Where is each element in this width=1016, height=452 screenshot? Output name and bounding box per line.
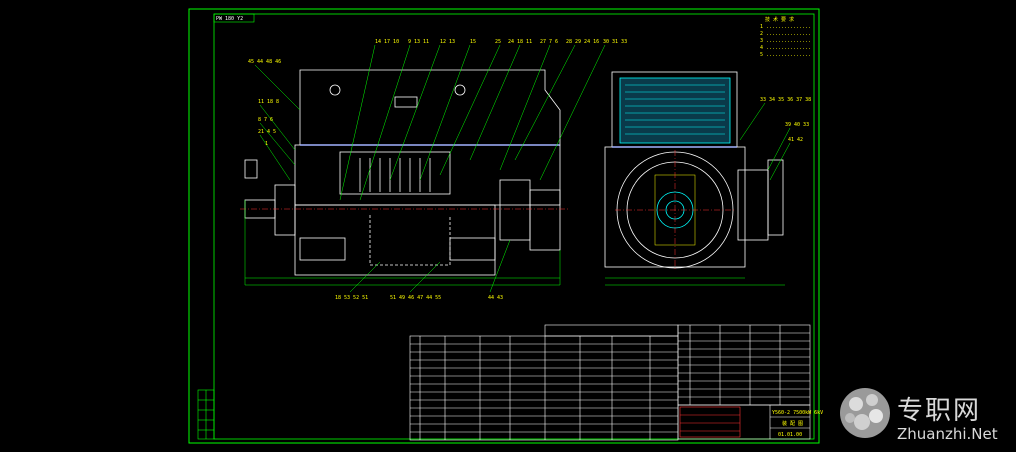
callout-label: 45 44 48 46 [248, 59, 281, 65]
drawing-number: 01.01.00 [778, 432, 802, 438]
watermark-chinese: 专职网 [897, 396, 982, 426]
callout-label: 39 40 33 [785, 122, 809, 128]
tech-note-line: 5 ............... [760, 52, 811, 58]
frame-title-box [213, 13, 255, 23]
callout-label: 9 13 11 [408, 39, 429, 45]
callout-label: 8 7 6 [258, 117, 273, 123]
tech-note-line: 3 ............... [760, 38, 811, 44]
tech-note-line: 技 术 要 求 [765, 16, 794, 23]
callout-label: 1 [265, 141, 268, 147]
end-view-callouts: 33 34 35 36 37 38 39 40 33 41 42 [760, 97, 811, 143]
callout-label: 21 4 5 [258, 129, 276, 135]
callout-label: 30 31 33 [603, 39, 627, 45]
binding-strip [197, 389, 215, 440]
end-view [604, 71, 791, 286]
watermark-english: Zhuanzhi.Net [897, 425, 998, 443]
side-view-callouts: 45 44 48 46 11 18 8 8 7 6 21 4 5 1 14 17… [248, 39, 627, 301]
callout-label: 12 13 [440, 39, 455, 45]
callout-label: 41 42 [788, 137, 803, 143]
technical-notes: 技 术 要 求 1 ............... 2 ............… [760, 16, 811, 58]
callout-label: 24 18 11 [508, 39, 532, 45]
callout-label: 28 29 24 16 [566, 39, 599, 45]
parts-list-table [409, 324, 811, 441]
callout-label: 11 18 8 [258, 99, 279, 105]
parts-list-rows [410, 325, 810, 440]
tech-note-line: 2 ............... [760, 31, 811, 37]
callout-label: 33 34 35 36 37 38 [760, 97, 811, 103]
drawing-part: 装 配 图 [782, 420, 803, 427]
drawing-name: Y560-2 7500kW 6kV [772, 410, 823, 416]
outer-frame [188, 8, 820, 444]
callout-label: 51 49 46 47 44 55 [390, 295, 441, 301]
frame-title: PW 180 Y2 [216, 16, 243, 22]
title-block: Y560-2 7500kW 6kV 装 配 图 01.01.00 [677, 404, 823, 440]
watermark-logo-icon [840, 388, 890, 438]
callout-label: 18 53 52 51 [335, 295, 368, 301]
callout-label: 15 [470, 39, 476, 45]
tech-note-line: 4 ............... [760, 45, 811, 51]
callout-label: 25 [495, 39, 501, 45]
callout-label: 44 43 [488, 295, 503, 301]
callout-label: 27 7 6 [540, 39, 558, 45]
callout-label: 14 17 10 [375, 39, 399, 45]
tech-note-line: 1 ............... [760, 24, 811, 30]
inner-frame [213, 13, 815, 440]
side-view [240, 44, 606, 293]
